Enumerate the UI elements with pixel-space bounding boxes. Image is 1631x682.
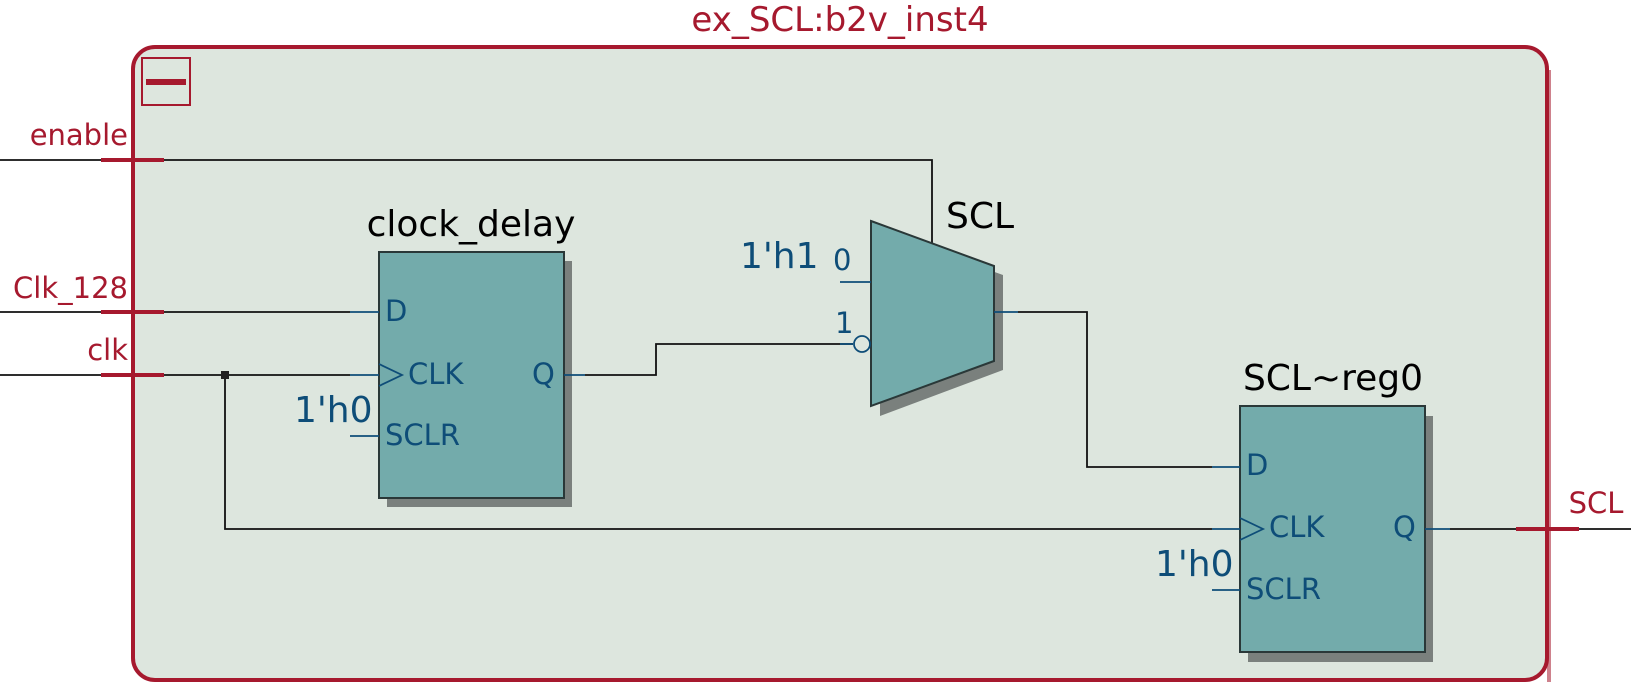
wire-clk-branch[interactable] [224, 375, 1212, 530]
port-clk-label: clk [87, 333, 128, 367]
port-clk128-label: Clk_128 [13, 271, 128, 305]
mux-in1-invert-bubble [853, 335, 871, 353]
port-enable-label: enable [30, 118, 128, 152]
collapse-icon-bar [146, 79, 186, 85]
instance-frame-shadow [1547, 70, 1551, 682]
port-scl-out-label: SCL [1569, 486, 1624, 520]
scl-reg-pin-sclr: SCLR [1246, 572, 1321, 606]
clock-delay-sclr-const: 1'h0 [294, 390, 373, 431]
wire-enable[interactable] [0, 159, 933, 245]
clk-junction-dot [221, 371, 229, 379]
scl-reg-block[interactable]: SCL~reg0 D CLK Q SCLR 1'h0 [1155, 358, 1450, 662]
clock-delay-block[interactable]: clock_delay D CLK Q SCLR 1'h0 [294, 204, 585, 507]
scl-reg-sclr-const: 1'h0 [1155, 544, 1234, 585]
wire-delay-q-to-mux[interactable] [585, 343, 853, 376]
clock-delay-clk-triangle [378, 363, 405, 387]
mux-body [870, 219, 995, 408]
scl-mux[interactable]: SCL 0 1 1'h1 [740, 196, 1018, 416]
scl-reg-body [1239, 405, 1426, 653]
mux-in0-const: 1'h1 [740, 236, 819, 277]
clock-delay-pin-sclr: SCLR [385, 418, 460, 452]
mux-in1-label: 1 [835, 306, 853, 340]
scl-reg-clk-triangle [1239, 517, 1266, 541]
scl-reg-pin-q: Q [1393, 510, 1416, 544]
clock-delay-name: clock_delay [367, 204, 576, 245]
scl-reg-pin-clk: CLK [1269, 510, 1325, 544]
wire-mux-to-reg[interactable] [1018, 311, 1212, 468]
clock-delay-pin-d: D [385, 294, 407, 328]
mux-name: SCL [946, 196, 1014, 237]
clock-delay-pin-clk: CLK [408, 357, 464, 391]
mux-in0-label: 0 [833, 243, 851, 277]
instance-title: ex_SCL:b2v_inst4 [691, 0, 988, 40]
collapse-button[interactable] [141, 57, 191, 106]
clock-delay-pin-q: Q [532, 357, 555, 391]
scl-reg-name: SCL~reg0 [1243, 358, 1423, 399]
scl-reg-pin-d: D [1246, 448, 1268, 482]
